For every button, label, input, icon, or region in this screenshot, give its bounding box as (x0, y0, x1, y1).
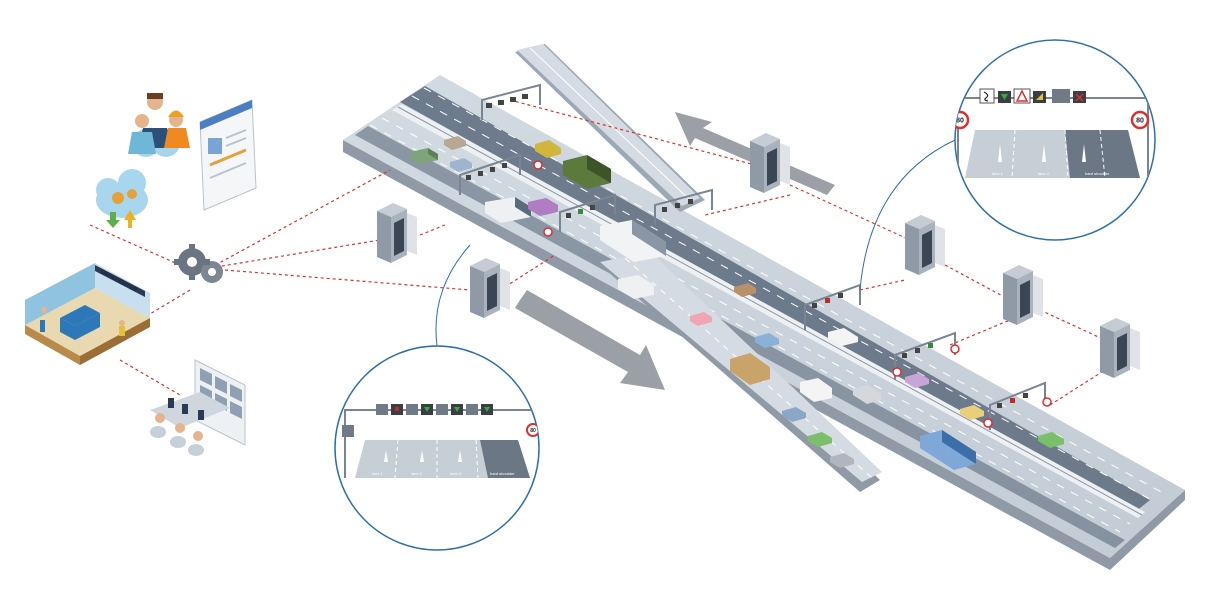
zoom-leader-line (435, 244, 471, 347)
vehicle (920, 430, 976, 470)
vehicle (535, 140, 561, 158)
lane-3-label: lane 3 (450, 471, 462, 476)
vehicle (730, 353, 770, 385)
web-interface-icon (199, 99, 257, 211)
lane-1-label: lane 1 (372, 471, 384, 476)
speed-limit-sign-right: 80 (1136, 118, 1144, 125)
hard-shoulder-label: hard shoulder (490, 471, 515, 476)
vehicle (782, 407, 806, 422)
vehicle (528, 198, 558, 216)
hard-shoulder-label: hard shoulder (1085, 171, 1110, 176)
vehicle (828, 328, 858, 346)
vehicles (410, 136, 1064, 470)
vehicle (830, 453, 854, 468)
control-room-icon (150, 359, 246, 456)
vehicle (734, 283, 756, 297)
vehicle (410, 148, 438, 164)
vehicle (485, 197, 531, 223)
vehicle (618, 275, 654, 299)
vehicle (444, 136, 466, 150)
roadside-cabinet-icon (377, 133, 1140, 378)
speed-limit-sign-left: 80 (956, 118, 964, 125)
speed-limit-sign-left: 80 (530, 428, 536, 434)
gantry-signs (466, 94, 1052, 428)
datacenter-icon: DATACENTER (25, 263, 150, 365)
gantry-icon (459, 83, 1046, 430)
on-ramp (515, 44, 705, 212)
vehicle (690, 312, 712, 326)
vehicle (853, 385, 881, 404)
vehicle (450, 158, 472, 172)
lane-2-label: lane 2 (411, 471, 423, 476)
vehicle (800, 378, 832, 402)
gears-icon (174, 244, 223, 283)
lane-1-label: lane 1 (992, 171, 1004, 176)
network-connections (89, 99, 1106, 406)
vehicle (755, 333, 779, 348)
zoom-detail-lane-control: lane 1 lane 2 lane 3 hard shoulder 80 (334, 345, 540, 551)
lane-2-label: lane 2 (1038, 171, 1050, 176)
vehicle (960, 405, 984, 420)
zoom-detail-gantry-signs: lane 1 lane 2 hard shoulder 80 80 (954, 39, 1156, 241)
vehicle (563, 155, 611, 189)
cloud-icon (96, 169, 148, 228)
vehicle (1038, 432, 1064, 448)
vehicle (808, 432, 832, 447)
zoom-leader-line (859, 139, 956, 291)
operators-icon (128, 93, 190, 157)
vehicle (905, 373, 929, 388)
vehicle (600, 220, 666, 262)
